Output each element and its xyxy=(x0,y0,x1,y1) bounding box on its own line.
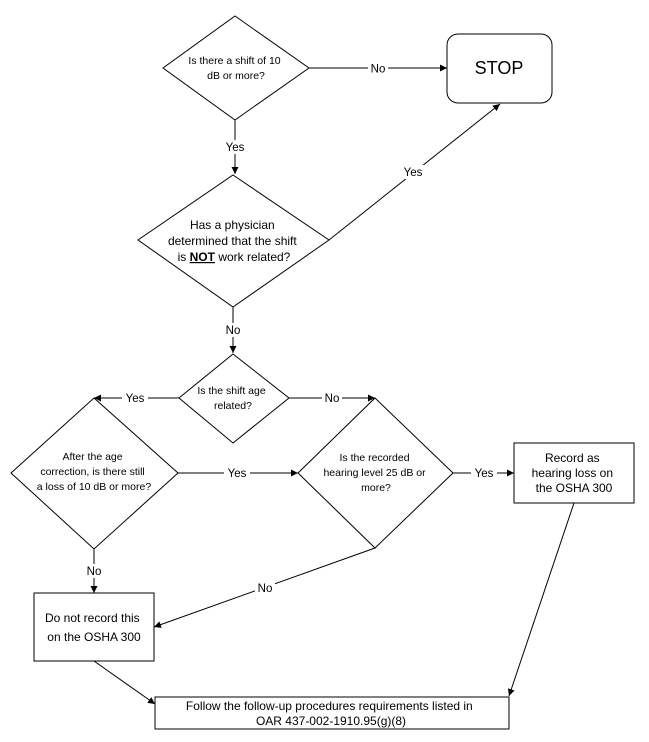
decision-age-related-text: Is the shift age related? xyxy=(197,385,268,412)
process-record-line1: Record as xyxy=(545,451,600,465)
edge-label-recorded-no: No xyxy=(255,581,275,595)
edge-label-shift-yes-text: Yes xyxy=(226,142,245,154)
edge-label-after-age-yes-text: Yes xyxy=(228,468,247,480)
edge-label-after-age-no-text: No xyxy=(87,566,102,578)
edge-label-after-age-no: No xyxy=(84,564,104,578)
decision-recorded-line2: hearing level 25 dB or xyxy=(323,467,426,479)
decision-physician-line2: determined that the shift xyxy=(168,234,297,248)
stop-terminal-text: STOP xyxy=(475,58,524,78)
edge-label-age-yes-text: Yes xyxy=(126,393,145,405)
process-follow-up-line1: Follow the follow-up procedures requirem… xyxy=(186,699,473,713)
process-do-not-record: Do not record this on the OSHA 300 xyxy=(33,592,155,662)
process-do-not-record-text: Do not record this on the OSHA 300 xyxy=(45,611,143,644)
decision-after-age-text: After the age correction, is there still… xyxy=(37,451,152,493)
process-record-line3: the OSHA 300 xyxy=(536,481,613,495)
edge-label-recorded-yes: Yes xyxy=(471,466,497,480)
decision-shift-10db-line2: dB or more? xyxy=(207,70,265,82)
edge-label-physician-no-text: No xyxy=(226,325,241,337)
edge-label-recorded-yes-text: Yes xyxy=(475,468,494,480)
decision-after-age-line1: After the age xyxy=(62,451,122,463)
edge-label-shift-yes: Yes xyxy=(222,140,248,154)
edge-label-shift-no: No xyxy=(368,61,388,76)
decision-age-related-line2: related? xyxy=(214,400,252,412)
decision-physician-line1: Has a physician xyxy=(190,218,275,232)
process-do-not-record-line1: Do not record this xyxy=(45,611,140,625)
edge-label-age-no-text: No xyxy=(325,393,340,405)
process-follow-up-procedures: Follow the follow-up procedures requirem… xyxy=(154,696,510,730)
process-record-line2: hearing loss on xyxy=(532,466,613,480)
edge-label-physician-yes-text: Yes xyxy=(404,167,423,179)
edge-label-age-yes: Yes xyxy=(122,391,148,405)
decision-physician-not-emphasis: NOT xyxy=(190,250,216,264)
decision-physician-not-work-related: Has a physician determined that the shif… xyxy=(137,174,330,308)
edge-label-physician-no: No xyxy=(223,323,243,337)
edge-record-to-follow-up xyxy=(507,502,575,697)
decision-recorded-line3: more? xyxy=(361,482,391,494)
stop-terminal: STOP xyxy=(446,33,553,104)
process-follow-up-text: Follow the follow-up procedures requirem… xyxy=(186,699,476,728)
decision-recorded-text: Is the recorded hearing level 25 dB or m… xyxy=(323,452,428,494)
process-do-not-record-line2: on the OSHA 300 xyxy=(47,630,141,644)
process-record-hearing-loss: Record as hearing loss on the OSHA 300 xyxy=(513,442,635,504)
process-follow-up-line2: OAR 437-002-1910.95(g)(8) xyxy=(256,714,406,728)
decision-recorded-25db: Is the recorded hearing level 25 dB or m… xyxy=(297,397,454,549)
edge-label-physician-yes: Yes xyxy=(400,165,426,179)
edge-do-not-record-to-follow-up xyxy=(93,660,156,705)
edge-label-age-no: No xyxy=(322,391,342,405)
decision-physician-text: Has a physician determined that the shif… xyxy=(168,218,300,264)
process-record-text: Record as hearing loss on the OSHA 300 xyxy=(532,451,617,495)
decision-recorded-line1: Is the recorded xyxy=(340,452,410,464)
decision-shift-10db-line1: Is there a shift of 10 xyxy=(188,55,280,67)
decision-physician-line3-pre: is xyxy=(178,250,190,264)
decision-after-age-line3: a loss of 10 dB or more? xyxy=(37,481,152,493)
decision-age-related-line1: Is the shift age xyxy=(197,385,265,397)
edge-label-after-age-yes: Yes xyxy=(224,466,250,480)
edge-label-recorded-no-text: No xyxy=(258,583,273,595)
decision-after-age-line2: correction, is there still xyxy=(40,466,144,478)
decision-physician-line3: is NOT work related? xyxy=(178,250,291,264)
edge-label-shift-no-text: No xyxy=(371,64,386,76)
decision-shift-10db: Is there a shift of 10 dB or more? xyxy=(162,15,310,121)
decision-physician-line3-post: work related? xyxy=(215,250,291,264)
decision-after-age-correction: After the age correction, is there still… xyxy=(10,397,179,550)
decision-age-related: Is the shift age related? xyxy=(178,353,290,444)
decision-shift-10db-text: Is there a shift of 10 dB or more? xyxy=(188,55,283,82)
